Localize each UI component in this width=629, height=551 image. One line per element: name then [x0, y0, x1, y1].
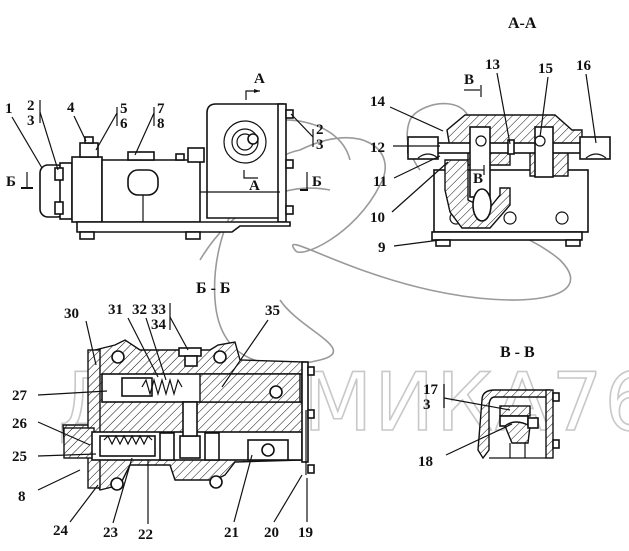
callout-7: 7 [157, 101, 165, 117]
callout-11: 11 [373, 174, 387, 190]
callout-2: 2 [27, 98, 35, 114]
section-aa-title: А-А [508, 15, 537, 32]
svg-text:В: В [464, 72, 474, 88]
callout-32: 32 [132, 302, 147, 318]
callout-18: 18 [418, 454, 433, 470]
callout-33: 33 [151, 302, 166, 318]
callout-19: 19 [298, 525, 313, 541]
callout-1: 1 [5, 101, 13, 117]
section-vv-view: В - В 17 3 18 [418, 344, 560, 470]
svg-text:Б: Б [312, 174, 322, 190]
svg-text:А: А [254, 71, 265, 87]
callout-8-bb: 8 [18, 489, 26, 505]
section-bb-title: Б - Б [196, 280, 230, 297]
callout-25: 25 [12, 449, 27, 465]
callout-10: 10 [370, 210, 385, 226]
callout-2-right: 2 [316, 122, 324, 138]
callout-34: 34 [151, 317, 167, 333]
section-mark-v-top: В [464, 72, 482, 97]
callout-14: 13 [485, 57, 500, 73]
callout-35: 35 [265, 303, 280, 319]
svg-text:В: В [473, 171, 483, 187]
section-aa-view: А-А В В [370, 15, 611, 256]
callout-13: 14 [370, 94, 386, 110]
callout-12: 12 [370, 140, 385, 156]
callout-4: 4 [67, 100, 75, 116]
main-view: А А Б Б 1 2 3 4 5 6 7 8 [5, 71, 324, 240]
section-mark-b-left: Б [6, 172, 33, 190]
callout-23: 23 [103, 525, 118, 541]
callout-16: 16 [576, 58, 592, 74]
callout-6: 6 [120, 116, 128, 132]
section-mark-a-top: А [245, 71, 265, 100]
callout-27: 27 [12, 388, 28, 404]
callout-5: 5 [120, 101, 128, 117]
section-mark-a-bottom: А [243, 170, 260, 194]
callout-3-right: 3 [316, 137, 324, 153]
section-vv-title: В - В [500, 344, 535, 361]
callout-3: 3 [27, 113, 35, 129]
callout-26: 26 [12, 416, 28, 432]
callout-20: 20 [264, 525, 279, 541]
callout-24: 24 [53, 523, 69, 539]
svg-text:Б: Б [6, 174, 16, 190]
callout-15: 15 [538, 61, 553, 77]
callout-8: 8 [157, 116, 165, 132]
callout-9: 9 [378, 240, 386, 256]
section-bb-view: Б - Б [12, 280, 315, 543]
callout-3-vv: 3 [423, 397, 431, 413]
callout-17: 17 [423, 382, 439, 398]
section-mark-v-bottom: В [470, 165, 485, 187]
svg-text:А: А [249, 178, 260, 194]
callout-22: 22 [138, 527, 153, 543]
callout-30: 30 [64, 306, 79, 322]
callout-21: 21 [224, 525, 239, 541]
section-mark-b-right: Б [300, 172, 322, 191]
callout-31: 31 [108, 302, 123, 318]
